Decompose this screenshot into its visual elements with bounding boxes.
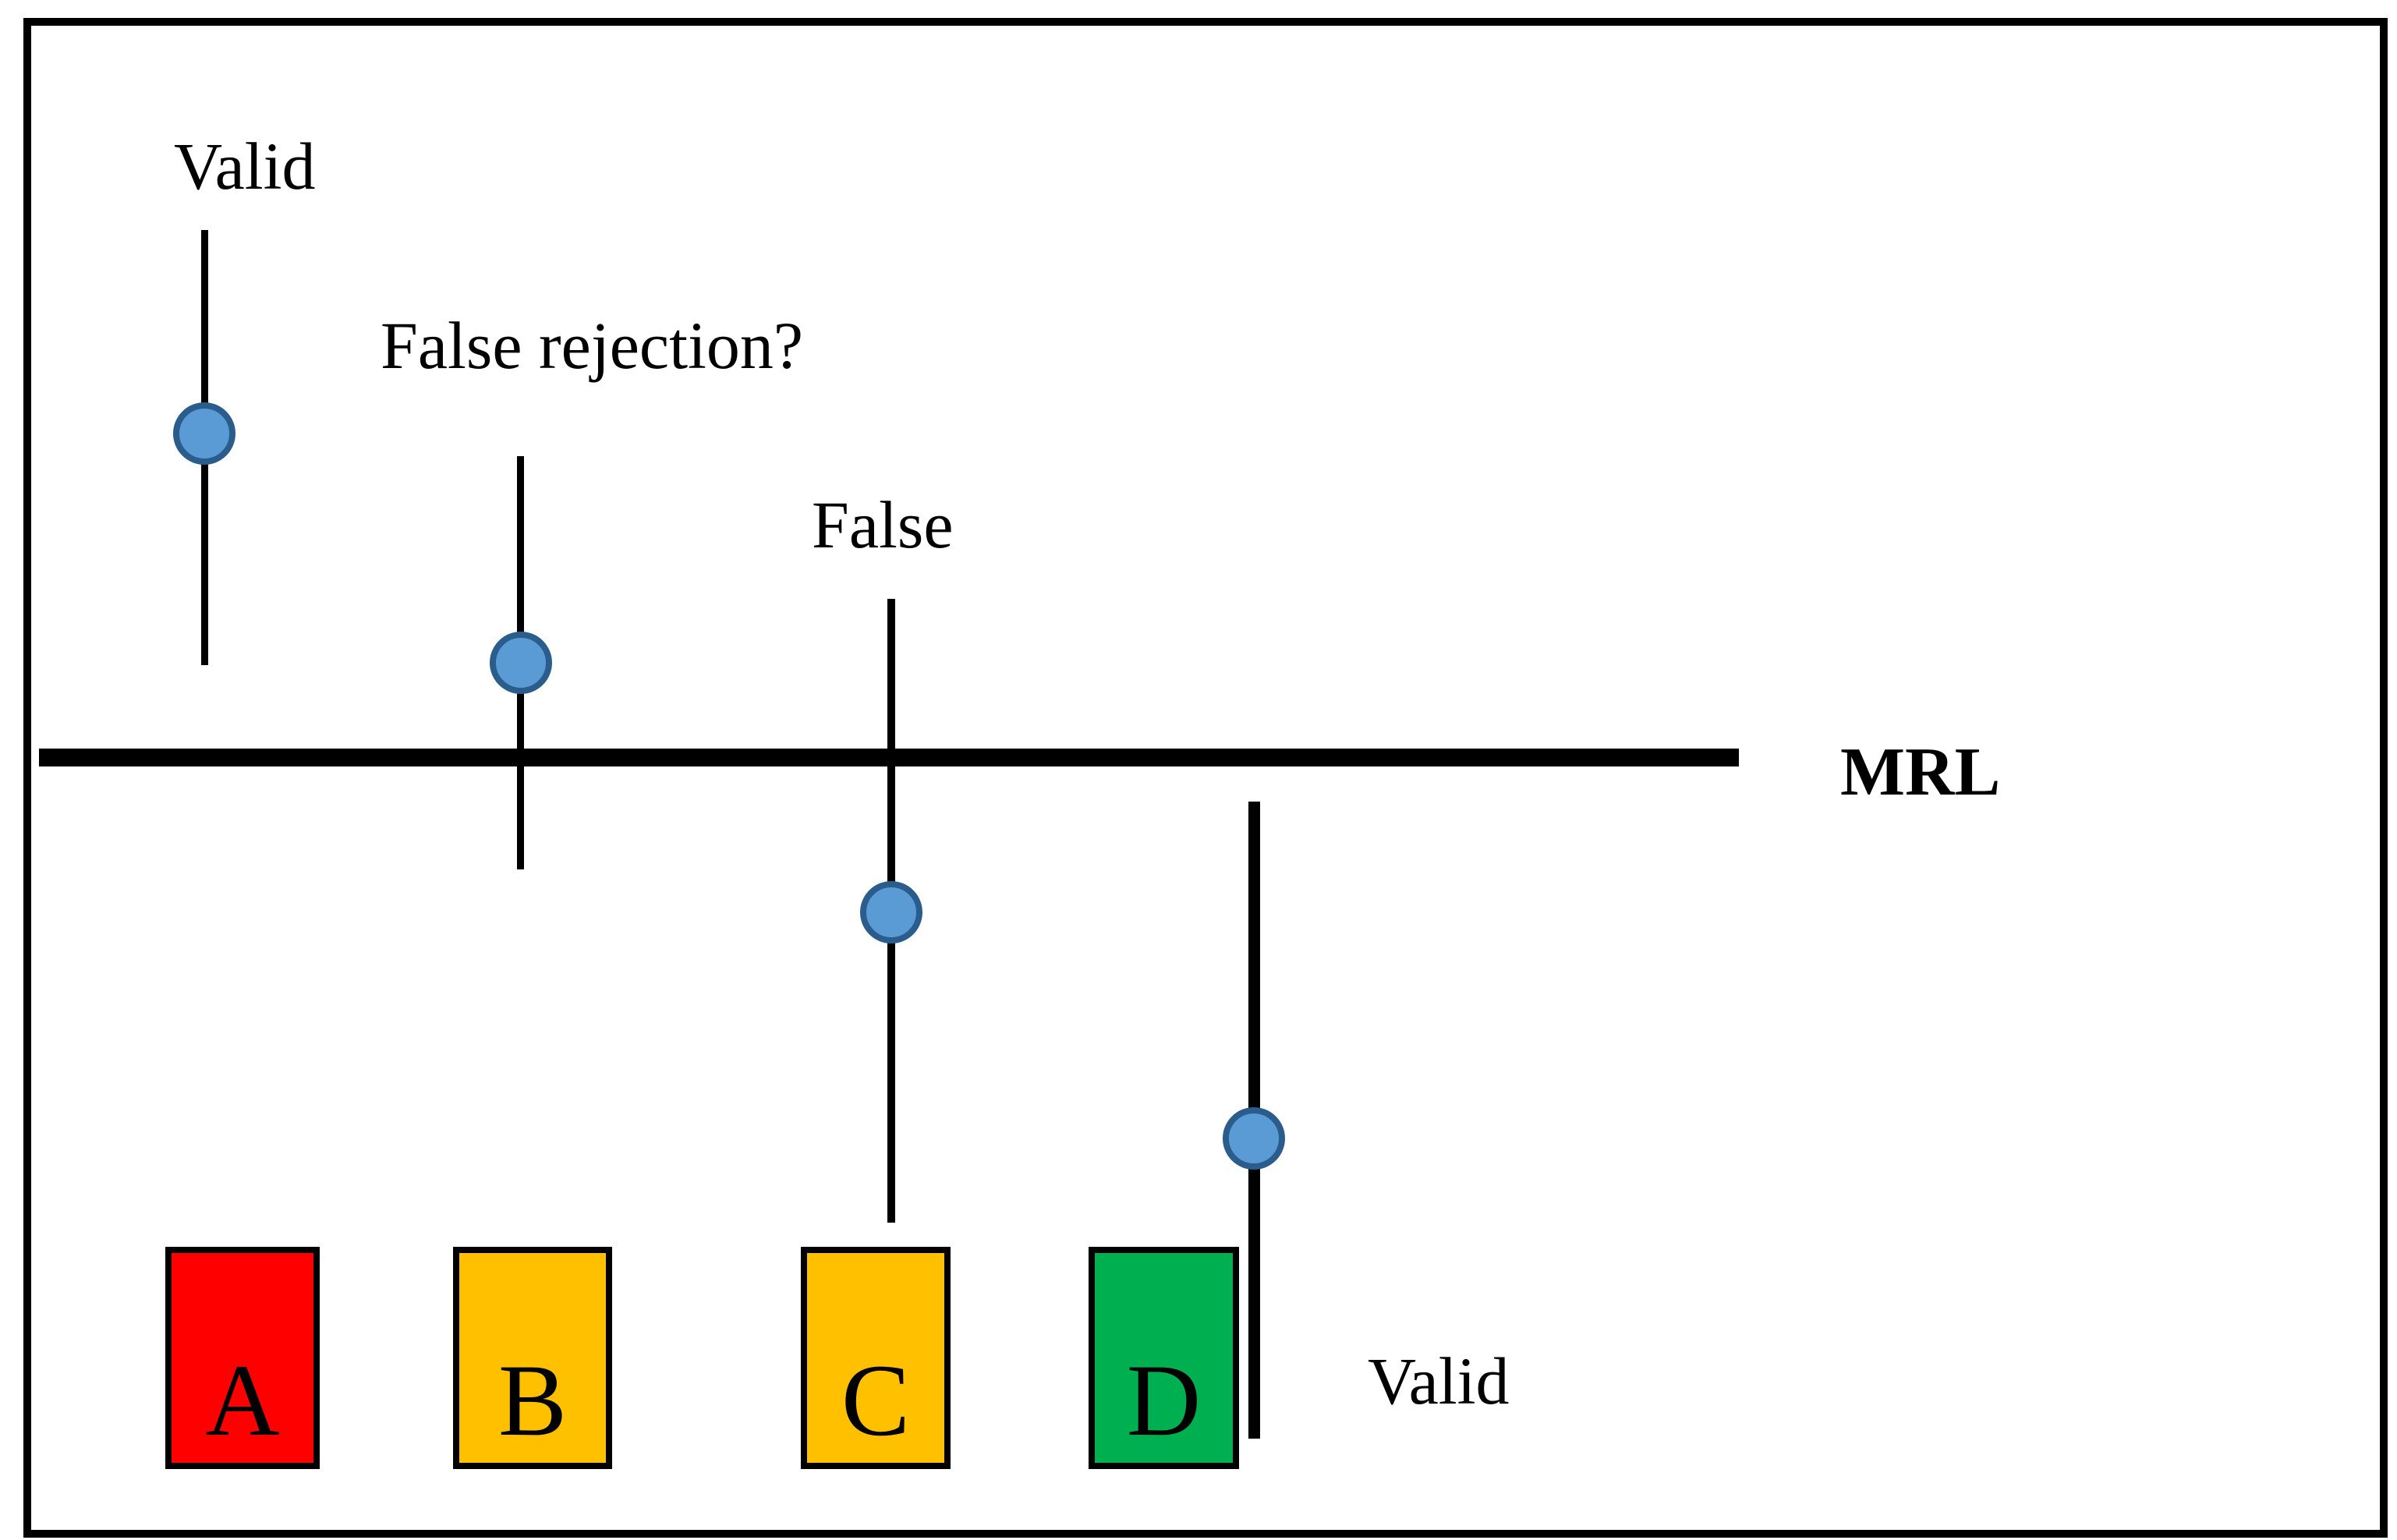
sample-letter-b: B — [497, 1343, 568, 1457]
sample-letter-a: A — [205, 1343, 280, 1457]
uncertainty-marker-a — [173, 402, 235, 465]
label-false-rejection: False rejection? — [381, 308, 804, 383]
sample-letter-d: D — [1126, 1343, 1202, 1457]
sample-box-c: C — [801, 1247, 951, 1469]
label-mrl: MRL — [1840, 735, 2001, 810]
label-valid-top: Valid — [174, 129, 316, 204]
sample-box-a: A — [165, 1247, 320, 1469]
uncertainty-marker-d — [1223, 1107, 1285, 1170]
uncertainty-marker-c — [860, 881, 922, 943]
uncertainty-marker-b — [490, 632, 552, 694]
figure-border — [23, 18, 2388, 1538]
sample-box-d: D — [1089, 1247, 1239, 1469]
sample-box-b: B — [453, 1247, 612, 1469]
label-valid-bottom: Valid — [1368, 1344, 1510, 1418]
label-false: False — [812, 487, 954, 562]
sample-letter-c: C — [841, 1343, 911, 1457]
